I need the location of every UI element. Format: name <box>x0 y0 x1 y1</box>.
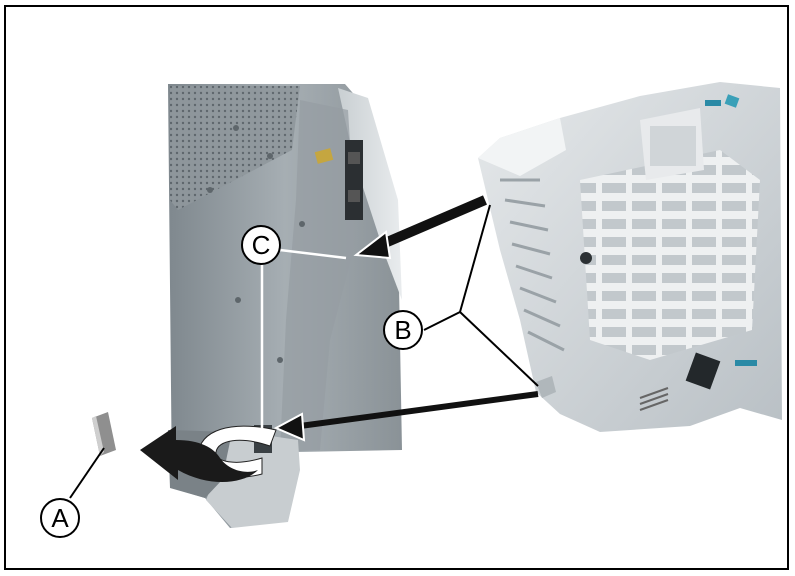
insert-arrow-lower <box>273 391 539 442</box>
callout-a-label: A <box>51 503 69 533</box>
part-a-cover <box>92 412 116 456</box>
callout-a: A <box>40 498 80 538</box>
callout-b: B <box>383 310 423 350</box>
callout-b-label: B <box>394 315 411 345</box>
callout-c: C <box>241 225 281 265</box>
callout-c-label: C <box>252 230 271 260</box>
detachable-unit <box>478 82 782 432</box>
insert-arrow-upper <box>353 195 487 260</box>
leader-lines <box>69 204 539 499</box>
rotate-arrow <box>140 425 277 483</box>
